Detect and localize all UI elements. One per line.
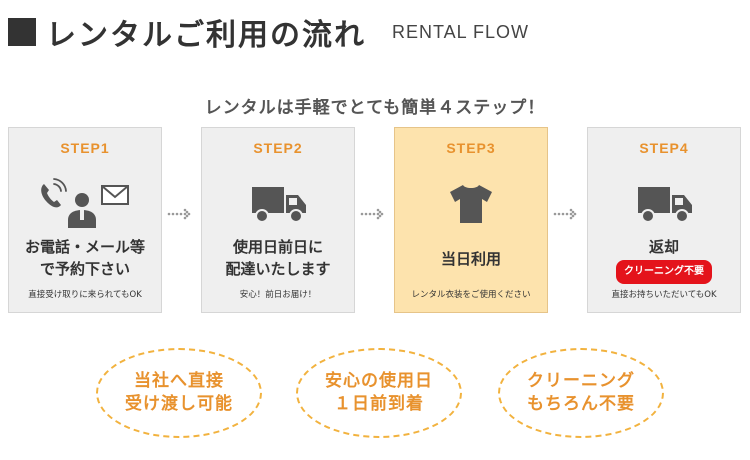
step-label: STEP4 <box>639 140 689 156</box>
step-main-text: 使用日前日に 配達いたします <box>225 238 331 278</box>
step-label: STEP3 <box>446 140 496 156</box>
arrow-dots-icon <box>553 208 577 220</box>
step-card-1: STEP1 お電話・メール等 で予約下さい 直接受け取りに来られてもOK <box>8 127 162 313</box>
tagline: レンタルは手軽でとても簡単４ステップ！ <box>204 98 546 118</box>
step-icon <box>202 178 354 228</box>
step-note: 安心！前日お届け！ <box>239 290 317 300</box>
step-note: 直接お持ちいただいてもOK <box>611 290 717 300</box>
step-main-text: 返却 クリーニング不要 <box>588 236 740 284</box>
step-main-text: 当日利用 <box>440 250 501 268</box>
mail-icon <box>101 185 129 205</box>
page-subtitle: RENTAL FLOW <box>392 21 530 42</box>
page-header: レンタルご利用の流れ RENTAL FLOW <box>8 12 530 53</box>
step-icon <box>9 178 161 228</box>
person-icon <box>68 193 96 228</box>
feature-circle-1: 当社へ直接 受け渡し可能 <box>96 348 262 438</box>
arrow-dots-icon <box>360 208 384 220</box>
tshirt-icon <box>450 185 492 223</box>
step-card-4: STEP4 返却 クリーニング不要 直接お持ちいただいてもOK <box>587 127 741 313</box>
title-square-icon <box>8 18 36 46</box>
arrow-dots-icon <box>167 208 191 220</box>
truck-icon <box>252 187 306 223</box>
step-label: STEP2 <box>253 140 303 156</box>
step-icon <box>395 178 547 228</box>
step-card-3: STEP3 当日利用 レンタル衣装をご使用ください <box>394 127 548 313</box>
step-card-2: STEP2 使用日前日に 配達いたします 安心！前日お届け！ <box>201 127 355 313</box>
step-icon <box>588 178 740 228</box>
page-title: レンタルご利用の流れ <box>46 18 366 53</box>
step-main-text: お電話・メール等 で予約下さい <box>24 238 145 278</box>
feature-circle-2: 安心の使用日 １日前到着 <box>296 348 462 438</box>
step-note: レンタル衣装をご使用ください <box>411 290 531 300</box>
no-cleaning-badge: クリーニング不要 <box>616 260 712 284</box>
step-note: 直接受け取りに来られてもOK <box>28 290 142 300</box>
step-label: STEP1 <box>60 140 110 156</box>
truck-icon <box>638 187 692 223</box>
phone-icon <box>41 178 67 208</box>
feature-circle-3: クリーニング もちろん不要 <box>498 348 664 438</box>
